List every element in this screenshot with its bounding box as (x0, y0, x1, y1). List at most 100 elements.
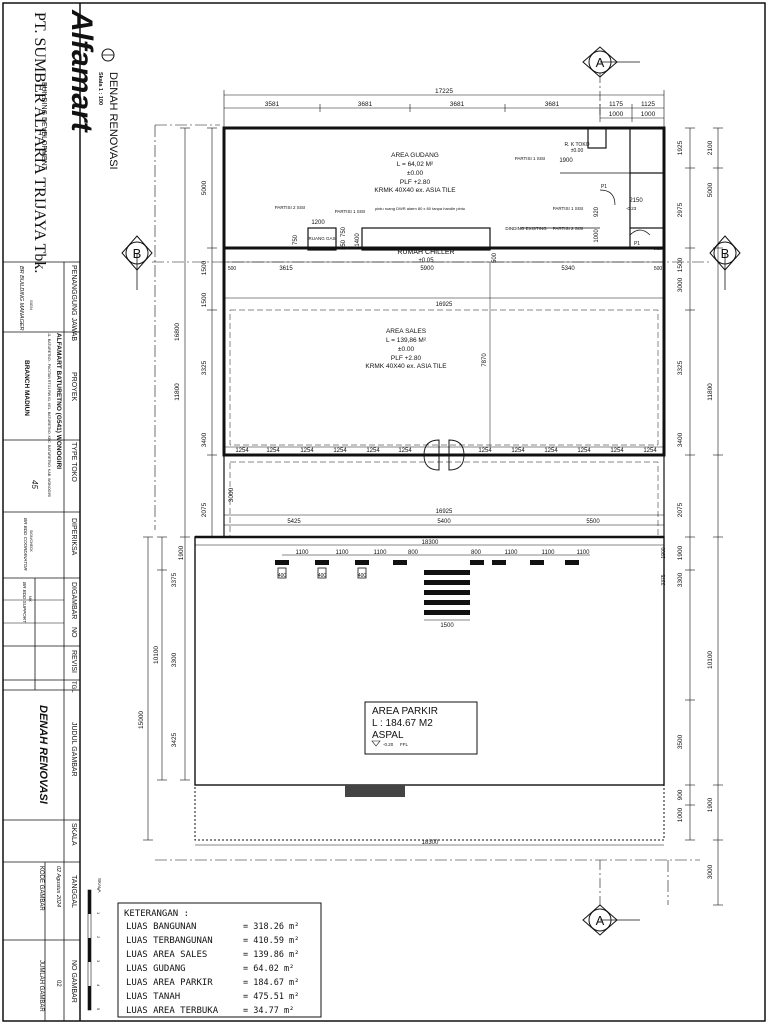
scale-tick-1: 1 (96, 912, 101, 915)
header-no: NO (70, 627, 77, 638)
gudang-level: ±0.00 (407, 170, 424, 177)
dim-inner-10: 750 (341, 226, 347, 237)
dim-inner-37: 1500 (440, 623, 454, 629)
chiller-level: +0.05 (418, 258, 434, 264)
pintu-note: pintu ruang DWR alarm 80 x 80 tanpa hand… (375, 206, 465, 211)
section-b-left-label: B (133, 246, 142, 261)
header-diperiksa: DIPERIKSA (70, 518, 77, 556)
dim-inner-36: 400 (358, 573, 367, 579)
dim-inner-20j: 1254 (577, 448, 591, 454)
dim-inner-14: 5900 (420, 266, 434, 272)
dim-inner-24: 5500 (586, 519, 600, 525)
sales-level: ±0.00 (398, 346, 415, 353)
keterangan-title: KETERANGAN : (124, 909, 189, 919)
dim-inner-18: 16925 (436, 302, 453, 308)
jumlah-gambar-label: JUMLAH GAMBAR (38, 960, 44, 1012)
plan-scale: Skala 1 : 100 (97, 72, 103, 105)
gudang-name: AREA GUDANG (391, 152, 439, 159)
parking-bollards (275, 560, 579, 797)
section-a-top-label: A (596, 55, 605, 70)
drawing-title: DENAH RENOVASI (37, 705, 49, 805)
header-penanggung-jawab: PENANGGUNG JAWAB (70, 265, 77, 341)
drawn-sign: NIK (28, 596, 32, 603)
dim-inner-20k: 1254 (610, 448, 624, 454)
dim-inner-23: 5400 (437, 519, 451, 525)
dim-inner-19: 7870 (482, 353, 488, 367)
sales-plf: PLF +2.80 (391, 355, 422, 362)
header-digambar: DIGAMBAR (70, 582, 77, 619)
ruang-gas-label: RUANG GAS (308, 236, 335, 241)
section-markers (121, 46, 741, 936)
checked-sign: SIGN/CHECK (29, 530, 33, 552)
dim-right-7: 3325 (677, 360, 684, 375)
dim-inner-38: 1900 (661, 547, 667, 558)
zebra-crossing (424, 570, 470, 615)
plan-title: DENAH RENOVASI Skala 1 : 100 (97, 48, 119, 170)
dim-right-14: 3500 (677, 734, 684, 749)
dim-left-14: 3425 (171, 732, 178, 747)
dim-inner-28: 1100 (374, 550, 388, 556)
gudang-area: L = 64,02 M² (397, 161, 434, 168)
dim-right-12: 3300 (677, 572, 684, 587)
keterangan-label-1: LUAS BANGUNAN (126, 922, 196, 932)
sales-floor: KRMK 40X40 ex. ASIA TILE (365, 363, 447, 370)
dim-top-2: 3681 (358, 101, 373, 108)
company-name: PT. SUMBER ALFARIA TRIJAYA Tbk. (31, 12, 48, 273)
drawn-by: BR BDD SUPPORT (22, 582, 27, 624)
dim-inner-5: -0.23 (626, 206, 637, 211)
chiller-name: RUMAH CHILLER (397, 249, 454, 256)
scale-tick-2: 2 (96, 936, 101, 939)
header-judul-gambar: JUDUL GAMBAR (70, 722, 77, 777)
dim-right-5: 1500 (677, 257, 684, 272)
dim-top-4: 3681 (545, 101, 560, 108)
sales-name: AREA SALES (386, 328, 427, 335)
dim-left-10: 1900 (178, 545, 185, 560)
dim-top-total: 17225 (435, 88, 453, 95)
header-revisi: REVISI (70, 650, 77, 673)
dim-inner-30: 800 (471, 550, 482, 556)
site-boundary (154, 124, 700, 905)
dim-inner-20d: 1254 (333, 448, 347, 454)
header-type-toko: TYPE TOKO (70, 442, 77, 482)
dim-right-16: 900 (677, 789, 684, 800)
dim-right-4: 5000 (707, 182, 714, 197)
dim-left-4: 3325 (201, 360, 208, 375)
dim-inner-8: 750 (293, 234, 299, 245)
project-address: JL. BATURETNO - PACITAN RT.01 RW.01, KEL… (47, 333, 51, 497)
scale-tick-0: 0 (96, 888, 101, 891)
parkir-name: AREA PARKIR (372, 706, 438, 717)
dim-top-6: 1125 (641, 101, 655, 108)
section-a-bottom-label: A (596, 913, 605, 928)
keterangan-label-3: LUAS AREA SALES (126, 950, 207, 960)
partisi-label-4: PARTISI 2 SISI (275, 205, 306, 210)
dim-inner-27: 1100 (336, 550, 350, 556)
dim-top-3: 3681 (450, 101, 465, 108)
dim-inner-25: 18300 (422, 540, 439, 546)
keterangan-value-5: = 184.67 m² (243, 978, 299, 988)
dim-right-1: 1925 (677, 140, 684, 155)
dim-inner-20b: 1254 (266, 448, 280, 454)
dim-left-13: 3300 (171, 652, 178, 667)
parkir-ffl: FFL (400, 742, 408, 747)
dim-left-1: 5000 (201, 180, 208, 195)
dim-right-15: 1900 (707, 797, 714, 812)
partisi-label-1: PARTISI 1 SISI (515, 156, 546, 161)
keterangan-label-5: LUAS AREA PARKIR (126, 978, 213, 988)
keterangan-label-2: LUAS TERBANGUNAN (126, 936, 213, 946)
dimension-lines (147, 90, 719, 905)
dim-right-10: 2075 (677, 502, 684, 517)
door-p1-label-2: P1 (634, 241, 640, 247)
dim-inner-6: -0.20 (652, 246, 663, 251)
dim-inner-35: 400 (318, 573, 327, 579)
dim-inner-34: 400 (278, 573, 287, 579)
dim-left-3: 16800 (174, 323, 181, 341)
header-proyek: PROYEK (70, 372, 77, 402)
dim-inner-20l: 1254 (643, 448, 657, 454)
dim-inner-16: 500 (228, 266, 237, 272)
keterangan-value-1: = 318.26 m² (243, 922, 299, 932)
dim-left-9: 2075 (201, 502, 208, 517)
project-name: ALFAMART BATURETNO (G541) WONOGIRI (55, 333, 62, 469)
parking-label: AREA PARKIR L : 184.67 M2 ASPAL -0.20 FF… (364, 701, 478, 755)
sales-area: L = 139,86 M² (386, 337, 427, 344)
